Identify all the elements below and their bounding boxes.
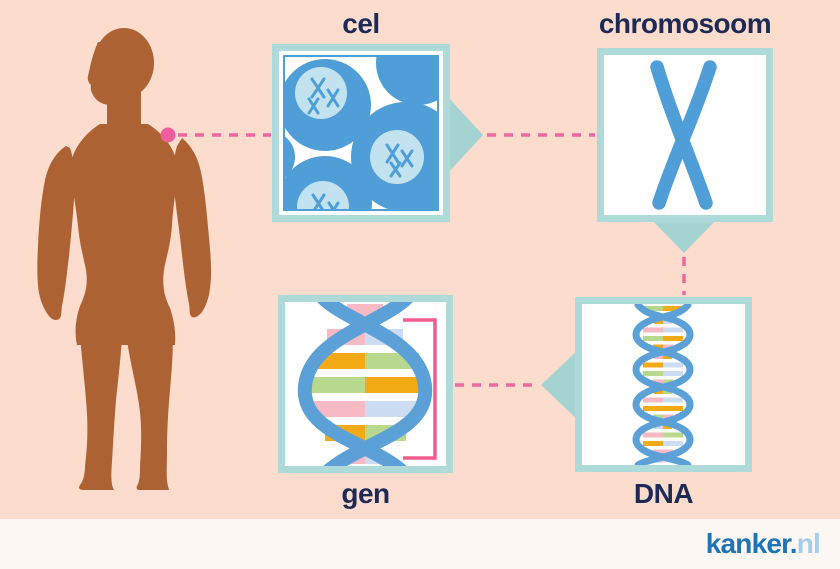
gene-title: gen	[341, 478, 390, 509]
chromosome-doodles	[307, 77, 414, 209]
dna-panel	[575, 297, 752, 472]
dna-title: DNA	[633, 478, 694, 509]
logo-brand-text: kanker.	[705, 528, 798, 559]
dna-helix-with-gene-bracket-illustration	[297, 302, 437, 466]
cells-with-nuclei-illustration	[283, 55, 439, 211]
female-body-silhouette	[37, 28, 212, 490]
footer-bar: kanker.nl	[0, 519, 840, 569]
dna-strands	[632, 304, 694, 465]
x-chromosome-illustration	[650, 60, 717, 210]
dna-double-helix-illustration	[632, 304, 694, 465]
tumor-location-dot	[160, 127, 176, 143]
chromosome-panel	[597, 48, 773, 222]
gene-helix-strands	[297, 302, 433, 466]
cell-nucleus	[370, 130, 424, 184]
gene-panel	[278, 295, 453, 473]
chromosome-title: chromosoom	[598, 8, 772, 39]
cell-zoom-triangle	[446, 95, 483, 175]
kanker-nl-logo[interactable]: kanker.nl	[705, 528, 821, 560]
cell-panel	[272, 44, 450, 222]
cell-title: cel	[342, 8, 380, 39]
logo-tld-text: nl	[796, 528, 821, 559]
dna-zoom-triangle	[541, 349, 579, 421]
chromosome-zoom-triangle	[650, 218, 718, 253]
gene-bracket	[403, 318, 437, 460]
cell-pattern	[285, 57, 437, 209]
